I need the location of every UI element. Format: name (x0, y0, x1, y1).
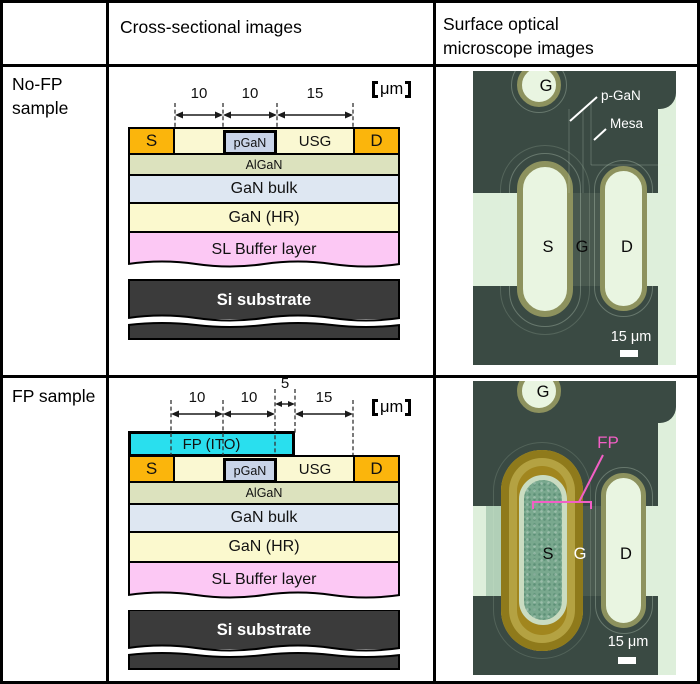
contour-ring (500, 145, 590, 335)
gate-pad-circle (517, 71, 561, 107)
nofp-slbuffer-layer: SL Buffer layer (128, 231, 400, 267)
row-label-nofp: No-FP sample (12, 74, 69, 118)
fp-microscope-image: G FP S G D 15 μm (473, 381, 676, 675)
fp-dim-15: 15 (315, 389, 333, 406)
source-label: S (542, 238, 554, 256)
row-label-fp: FP sample (12, 386, 96, 406)
scale-bar (618, 657, 636, 664)
table-hline-header (3, 64, 697, 67)
gate-pad-circle (517, 381, 561, 413)
nofp-microscope-image: G p-GaN Mesa S G D 15 μm (473, 71, 676, 365)
fp-ganbulk-layer: GaN bulk (128, 503, 400, 533)
nofp-usg-label: USG (298, 132, 332, 150)
fp-annotation: FP (597, 433, 619, 452)
bracket-right (405, 399, 412, 416)
nofp-ganhr-layer: GaN (HR) (128, 202, 400, 234)
dark-corner-notch (658, 381, 676, 423)
drain-label: D (620, 545, 632, 563)
fp-dim-5: 5 (280, 375, 290, 392)
gate-pad-label: G (539, 77, 553, 95)
ito-film-strip (486, 506, 502, 596)
scale-text: 15 μm (607, 634, 649, 650)
table-vline-2 (433, 3, 436, 681)
nofp-unit-label: μm (372, 80, 412, 99)
gate-pad-label: G (536, 383, 550, 401)
contour-ring (493, 442, 591, 659)
source-pad (517, 161, 573, 317)
bracket-left (372, 399, 378, 416)
nofp-algan-layer: AlGaN (128, 153, 400, 176)
scale-bar (620, 350, 638, 357)
fp-unit-label: μm (372, 398, 412, 417)
nofp-dim-10a: 10 (190, 85, 208, 102)
nofp-dim-15: 15 (306, 85, 324, 102)
fp-ito-layer: FP (ITO) (128, 431, 295, 457)
nofp-pgan-layer: pGaN (223, 130, 277, 155)
fp-dim-10b: 10 (240, 389, 258, 406)
contour-ring (594, 160, 653, 317)
unit-um: μm (380, 80, 404, 98)
fp-dim-10a: 10 (188, 389, 206, 406)
nofp-source-contact: S (128, 127, 175, 155)
fp-algan-layer: AlGaN (128, 481, 400, 505)
bracket-right (405, 81, 412, 98)
fp-pgan-layer: pGaN (223, 458, 277, 483)
nofp-si-substrate: Si substrate (128, 279, 400, 319)
header-surface-optical: Surface optical microscope images (443, 14, 594, 58)
gate-region-strip (583, 506, 601, 596)
table-vline-1 (106, 3, 109, 681)
bracket-left (372, 81, 378, 98)
fp-si-substrate: Si substrate (128, 609, 400, 649)
nofp-drain-contact: D (353, 127, 400, 155)
fp-slbuffer-layer: SL Buffer layer (128, 561, 400, 597)
dark-corner-notch (658, 71, 676, 109)
nofp-si-bottom-strip (128, 323, 400, 340)
source-label: S (542, 545, 554, 563)
fp-source-contact: S (128, 455, 175, 483)
scale-text: 15 μm (610, 329, 652, 345)
drain-pad (600, 166, 647, 311)
unit-um: μm (380, 398, 404, 416)
mesa-annotation: Mesa (610, 116, 644, 131)
nofp-dim-10b: 10 (241, 85, 259, 102)
pgan-annotation: p-GaN (601, 88, 641, 103)
contour-ring (595, 467, 653, 634)
nofp-ganbulk-layer: GaN bulk (128, 174, 400, 204)
contour-ring (509, 153, 581, 327)
table-hline-rows (3, 375, 697, 378)
gate-label: G (575, 238, 589, 256)
fp-si-bottom-strip (128, 653, 400, 670)
drain-pad (601, 473, 646, 628)
fp-ganhr-layer: GaN (HR) (128, 531, 400, 563)
gate-label: G (573, 545, 587, 563)
fp-drain-contact: D (353, 455, 400, 483)
header-cross-sectional: Cross-sectional images (120, 17, 302, 37)
fp-usg-label: USG (298, 460, 332, 478)
gate-region-strip (573, 193, 600, 286)
drain-label: D (621, 238, 633, 256)
